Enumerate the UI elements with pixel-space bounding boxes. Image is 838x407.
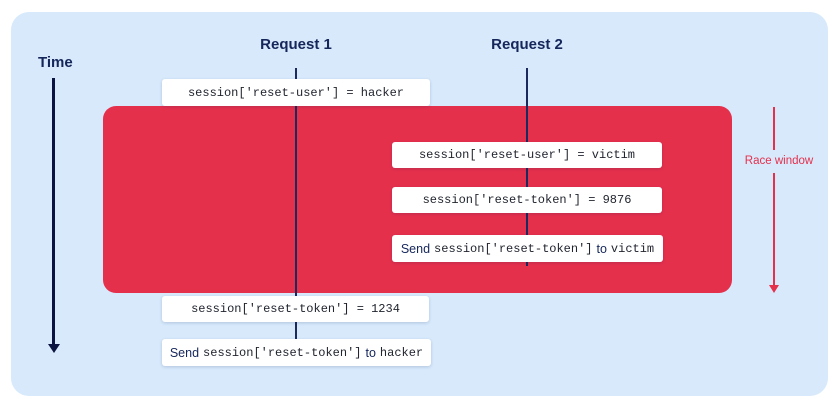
send-action-word: Send <box>400 241 431 256</box>
event-box-r1-send-token: Send session['reset-token'] to hacker <box>162 339 431 366</box>
column-header-request-2: Request 2 <box>491 36 563 53</box>
code-text: session['reset-user'] = hacker <box>187 85 405 100</box>
to-connector-word: to <box>596 241 607 256</box>
code-text: session['reset-token'] <box>434 241 593 256</box>
request-1-lifeline <box>295 68 297 339</box>
code-text: session['reset-token'] = 1234 <box>191 302 400 316</box>
race-window-label: Race window <box>744 155 814 167</box>
code-text: session['reset-user'] = victim <box>418 148 636 162</box>
race-window-arrowhead-icon <box>769 285 779 293</box>
time-axis-label: Time <box>38 54 73 71</box>
event-box-r1-set-token: session['reset-token'] = 1234 <box>162 296 429 322</box>
to-connector-word: to <box>365 345 376 360</box>
recipient-text: hacker <box>379 345 424 360</box>
time-axis-line <box>52 78 55 345</box>
code-text: session['reset-token'] = 9876 <box>422 193 632 207</box>
send-action-word: Send <box>169 345 200 360</box>
race-window-arrow-line-bottom <box>773 173 775 286</box>
race-window-arrow-line-top <box>773 107 775 150</box>
time-axis-arrowhead-icon <box>48 344 60 353</box>
event-box-r2-send-token: Send session['reset-token'] to victim <box>392 235 663 262</box>
recipient-text: victim <box>610 241 655 256</box>
event-box-r2-set-token: session['reset-token'] = 9876 <box>392 187 662 213</box>
event-box-r1-set-user: session['reset-user'] = hacker <box>162 79 430 106</box>
code-text: session['reset-token'] <box>203 345 362 360</box>
column-header-request-1: Request 1 <box>260 36 332 53</box>
event-box-r2-set-user: session['reset-user'] = victim <box>392 142 662 168</box>
